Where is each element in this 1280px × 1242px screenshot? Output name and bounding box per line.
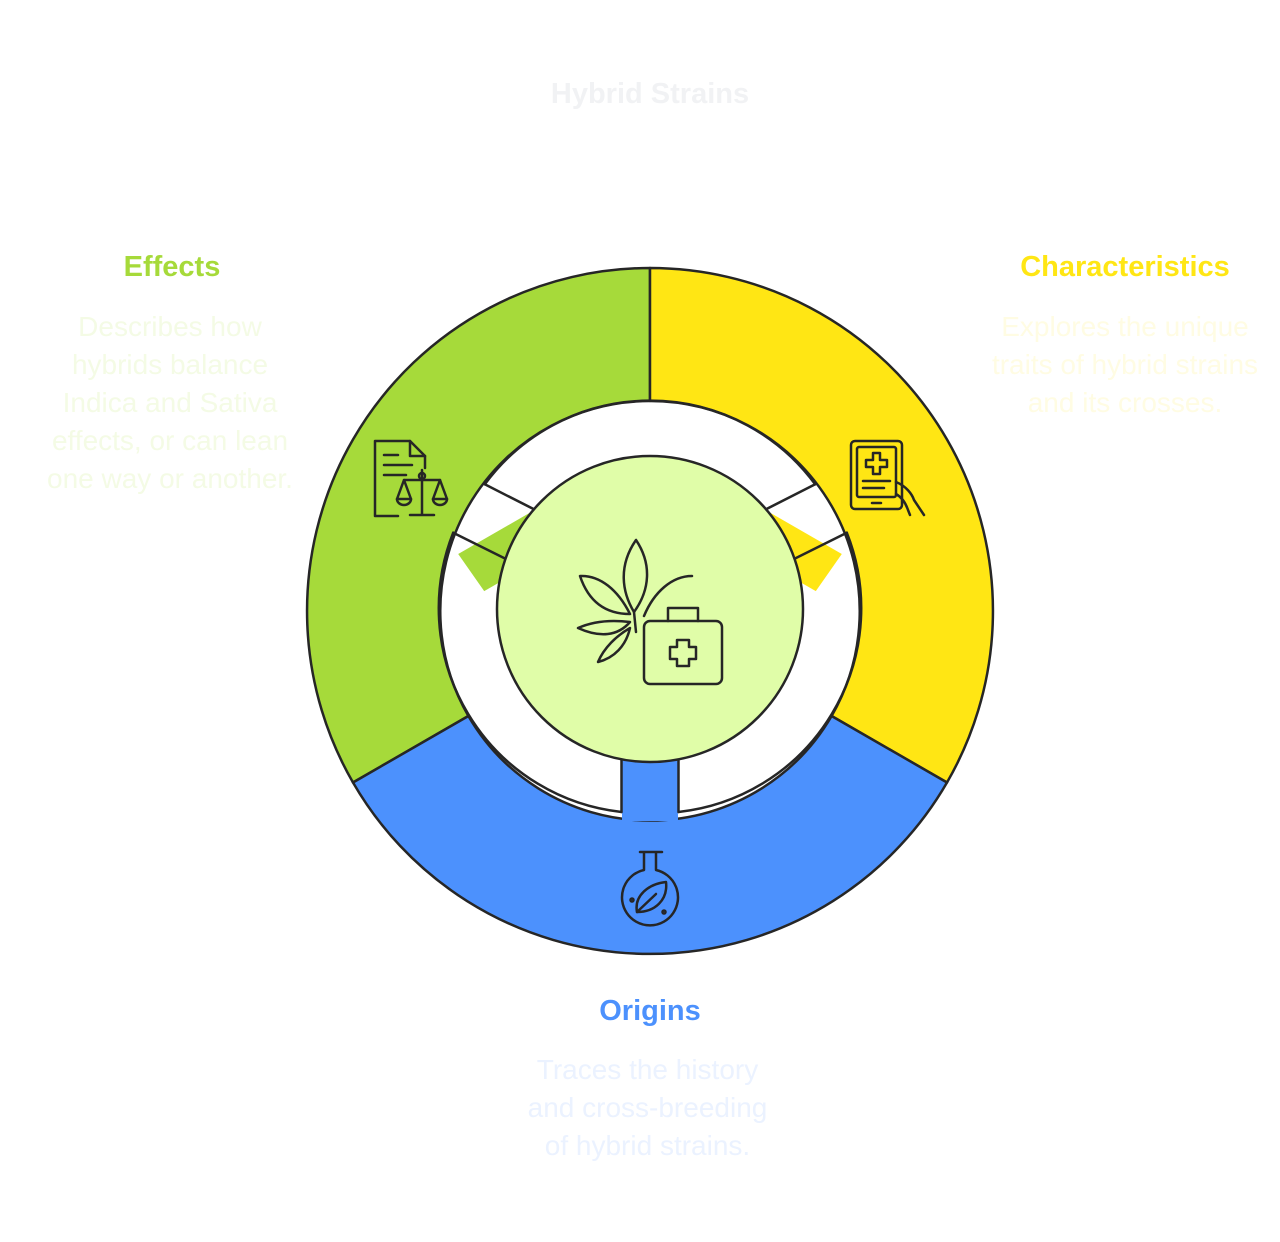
origins-description: Traces the history and cross-breeding of… xyxy=(527,1054,768,1161)
effects-heading: Effects xyxy=(123,251,221,283)
medical-tablet-icon xyxy=(849,439,926,517)
spoke-origins xyxy=(622,760,678,821)
cannabis-medical-kit-icon xyxy=(576,538,724,686)
leaf-flask-icon xyxy=(620,850,680,927)
segment-origins[interactable] xyxy=(351,714,949,956)
spoke-edges xyxy=(451,483,849,814)
inner-ring-outline xyxy=(437,399,863,814)
origins-heading: Origins xyxy=(599,995,701,1027)
legal-document-scales-icon xyxy=(373,439,449,518)
center-circle xyxy=(495,454,805,764)
effects-description: Describes how hybrids balance Indica and… xyxy=(47,311,293,494)
characteristics-description: Explores the unique traits of hybrid str… xyxy=(991,311,1259,418)
characteristics-heading: Characteristics xyxy=(1020,251,1230,283)
diagram-title: Hybrid Strains xyxy=(550,78,750,110)
